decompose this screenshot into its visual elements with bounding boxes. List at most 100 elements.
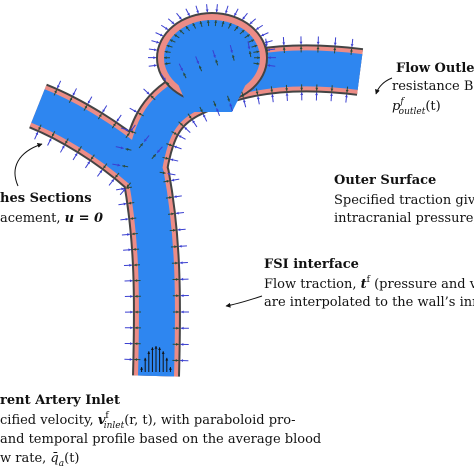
fsi-arrow-head [175,261,178,265]
fsi-arrow-head [285,88,289,91]
fsi-arrow-head [315,87,319,91]
fsi-arrow-head [125,186,129,190]
fsi-arrow-head [228,23,232,27]
traction-arrow-head [171,178,175,182]
fsi-arrow-head [130,130,134,134]
fsi-arrow-head [180,122,183,126]
fsi-arrow-head [175,359,179,362]
traction-arrow-head [48,138,52,142]
fsi-arrow-head [165,156,169,160]
outer-line2: intracranial pressure, p [334,211,474,226]
fsi-arrow-head [270,89,274,93]
traction-arrow-head [215,9,219,13]
fsi-heading: FSI interface [264,257,359,272]
traction-arrow-head [154,48,157,52]
traction-arrow-head [117,163,121,167]
traction-arrow-head [178,16,182,20]
fsi-arrow-head [246,34,250,38]
branches-label: hes Sections acement, u = 0 [0,191,103,226]
fsi-arrow-head [199,65,202,69]
branches-line1: acement, u = 0 [0,211,103,226]
traction-arrow-head [162,77,166,81]
fsi-arrow-head [254,44,258,48]
fsi-arrow-head [173,131,177,135]
traction-arrow-head [285,92,289,96]
fsi-label: FSI interface Flow traction, tf (pressur… [264,257,474,310]
branches-callout-line [14,143,43,187]
fsi-arrow-head [257,56,260,60]
traction-arrow-head [180,343,184,346]
traction-arrow-head [130,342,133,346]
traction-arrow-head [230,50,233,53]
fsi-arrow-head [126,184,130,188]
inlet-velocity-arrow-head [150,347,154,350]
traction-arrow-head [256,96,260,100]
fsi-arrow-head [241,94,245,98]
fsi-arrow-head [166,44,170,48]
traction-arrow-head [87,161,90,165]
traction-arrow-head [180,326,184,330]
traction-arrow-head [156,40,160,44]
fsi-arrow-head [316,46,320,50]
traction-arrow-head [300,92,304,96]
traction-arrow-head [187,12,190,16]
outlet-callout-line [375,77,393,95]
traction-arrow-head [267,64,271,67]
traction-arrow-head [203,114,206,118]
fsi-arrow-head [169,143,173,147]
fsi-arrow-head [84,105,87,109]
fsi-arrow-head [231,54,235,58]
traction-arrow-head [159,33,163,37]
callout-lines [14,77,393,308]
fsi-arrows [38,20,353,362]
traction-arrow-head [178,244,182,248]
fsi-arrow-head [256,50,260,54]
fsi-arrow-head [128,201,132,205]
traction-arrow-head [196,60,199,64]
fsi-arrow-head [188,115,192,119]
traction-arrow-head [179,261,183,265]
traction-arrow-head [330,93,333,96]
fsi-arrow-head [185,26,189,30]
traction-arrow-head [133,109,137,113]
traction-arrow-head [72,92,76,96]
traction-arrow-head [130,294,133,298]
traction-arrow-head [316,41,320,45]
traction-arrow-head [299,41,303,45]
inlet-velocity-arrow-head [147,351,151,354]
traction-arrow-head [249,21,253,25]
fsi-arrow-head [51,133,55,137]
fsi-arrow-head [69,97,73,101]
traction-arrow-head [153,56,157,60]
fsi-arrow-head [206,20,210,23]
fsi-arrow-head [54,89,57,93]
fsi-callout-line [225,295,263,308]
traction-arrow-head [122,188,126,192]
traction-arrow-head [267,48,270,52]
fsi-arrow-head [162,171,166,175]
fsi-arrow-head [169,196,172,200]
fsi-arrow-head [175,278,179,281]
fsi-arrow-head [214,20,218,23]
traction-arrow-head [130,326,133,330]
fsi-arrow-head [65,140,68,144]
traction-arrows [34,4,354,363]
fsi-arrow-head [138,113,142,116]
outer-heading: Outer Surface [334,173,436,188]
fsi-arrow-head [235,26,239,30]
traction-arrow-head [225,10,228,14]
traction-arrow-head [157,149,160,153]
aneurysm-dome [156,12,268,112]
fsi-arrow-head [282,47,286,50]
fsi-arrow-head [98,114,102,118]
traction-arrow-head [61,145,65,149]
traction-arrow-head [261,33,265,37]
traction-arrow-head [170,158,174,162]
fsi-arrow-head [179,29,183,33]
traction-arrow-head [175,211,179,215]
traction-arrow-head [146,91,150,95]
inlet-velocity-arrow-head [154,346,158,349]
